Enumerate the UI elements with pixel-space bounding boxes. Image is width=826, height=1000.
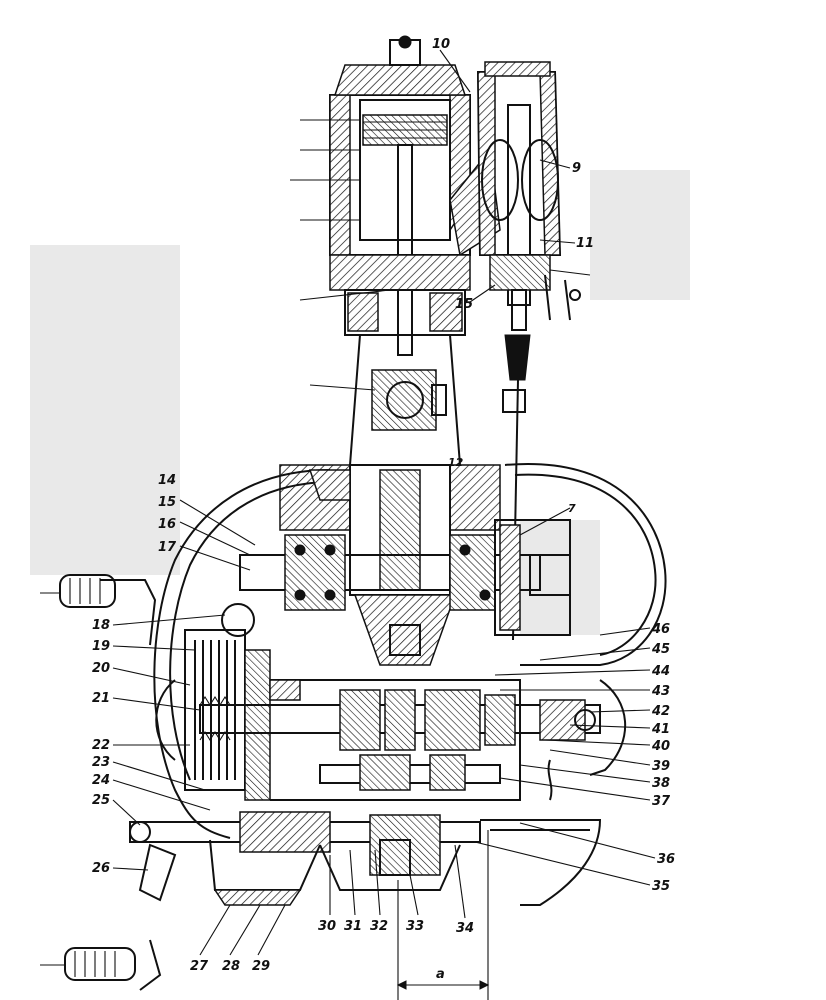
callout-15: 15	[158, 495, 176, 510]
callout-33: 33	[406, 919, 424, 934]
callout-12: 12	[448, 456, 464, 469]
callout-24: 24	[92, 773, 110, 788]
dimension-a-label: a	[436, 967, 445, 982]
background-panels	[30, 170, 690, 635]
callout-19: 19	[92, 639, 110, 654]
callout-45: 45	[651, 642, 670, 657]
callout-11: 11	[576, 236, 594, 251]
cylinder-assembly	[290, 35, 501, 466]
callout-20: 20	[92, 661, 110, 676]
callout-36: 36	[657, 852, 675, 867]
callout-38: 38	[652, 776, 670, 791]
callout-28: 28	[222, 959, 240, 974]
gearbox	[40, 574, 627, 991]
callout-7: 7	[568, 502, 576, 515]
callout-27: 27	[190, 959, 209, 974]
callout-43: 43	[651, 684, 670, 699]
callout-21: 21	[92, 691, 110, 706]
callout-44: 44	[651, 664, 670, 679]
callout-22: 22	[92, 738, 110, 753]
callout-18: 18	[92, 618, 110, 633]
callout-29: 29	[252, 959, 270, 974]
callout-37: 37	[652, 794, 671, 809]
callout-30: 30	[318, 919, 336, 934]
dimension-a: a	[396, 830, 490, 1000]
clutch-cover	[153, 469, 351, 839]
callout-35: 35	[652, 879, 670, 894]
callout-26: 26	[92, 861, 110, 876]
callout-14: 14	[158, 473, 176, 488]
callout-32: 32	[370, 919, 388, 934]
callout-23: 23	[92, 755, 110, 770]
clutch-plates	[194, 640, 236, 780]
callout-40: 40	[651, 739, 670, 754]
callout-9: 9	[572, 161, 581, 176]
callout-46: 46	[651, 622, 670, 637]
carburettor-assembly	[476, 61, 591, 641]
callout-39: 39	[652, 759, 670, 774]
callout-31: 31	[344, 919, 362, 934]
callout-34: 34	[456, 921, 474, 936]
callout-15-upper: 15	[455, 297, 473, 312]
crankcase	[239, 462, 667, 666]
callout-16: 16	[158, 517, 176, 532]
callout-10: 10	[432, 37, 450, 52]
leader-lines	[112, 49, 656, 956]
callout-42: 42	[651, 704, 670, 719]
callout-25: 25	[92, 793, 110, 808]
callout-17: 17	[158, 540, 177, 555]
callout-41: 41	[651, 722, 670, 737]
callout-labels: 10 9 11 15 12 7 14 15 16 17 18 19 20 21 …	[92, 37, 675, 974]
